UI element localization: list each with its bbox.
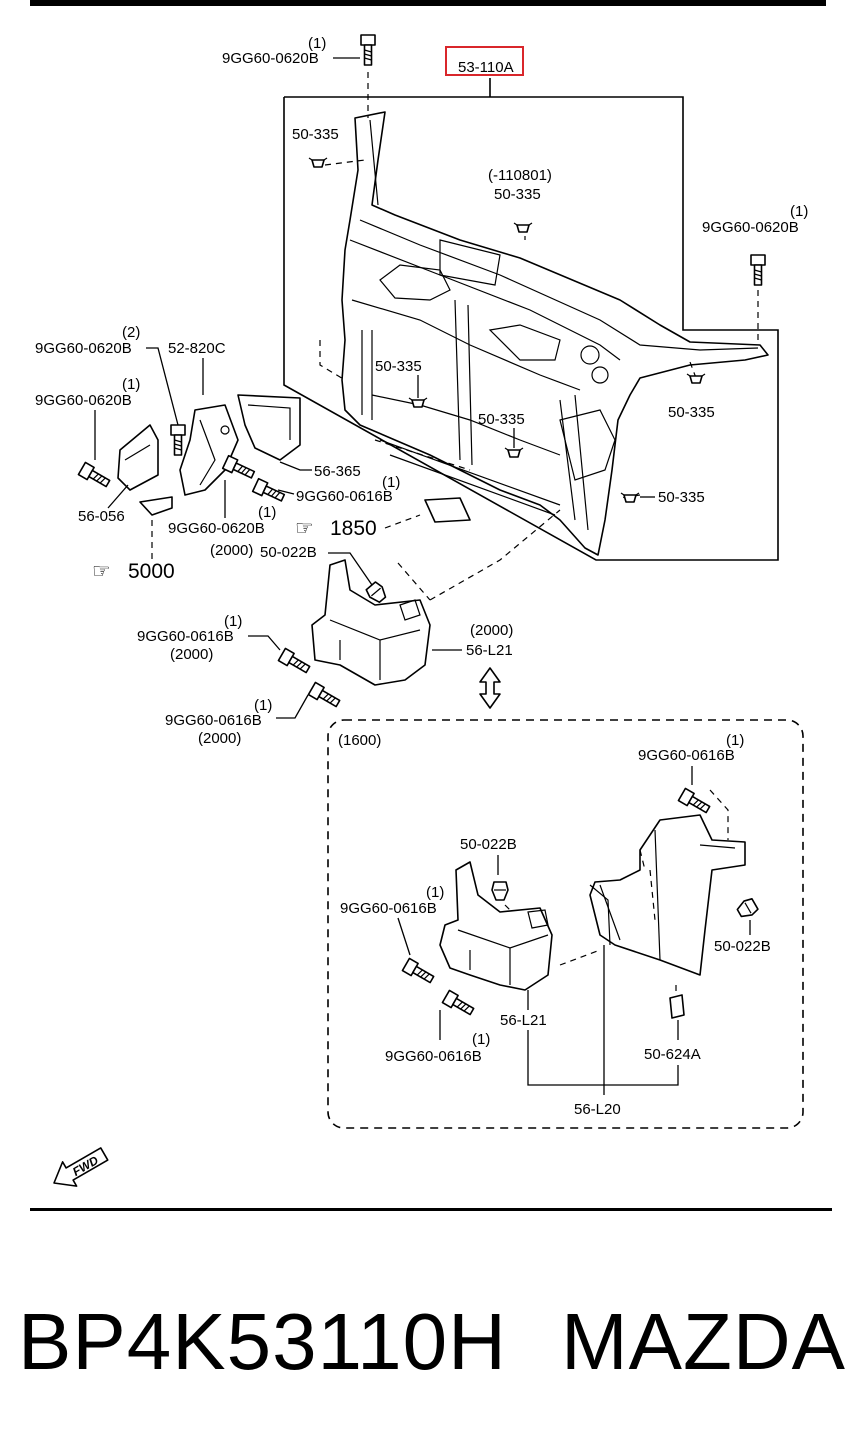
ref-5000-icon: ☞ — [92, 560, 111, 583]
v-bolt-b — [401, 957, 437, 987]
clip-c-label: 50-335 — [375, 358, 422, 375]
bolt-mid-a — [221, 454, 257, 482]
v-clip-c — [669, 994, 685, 1019]
bolt-2000b — [307, 681, 343, 711]
v-bolt-b-label: 9GG60-0616B — [340, 900, 437, 917]
clip-e-label: 50-335 — [668, 404, 715, 421]
top-rule — [30, 0, 826, 6]
main-part-label: 53-110A — [458, 59, 514, 76]
main-part-highlight — [445, 46, 524, 76]
v-bolt-c-qty: (1) — [472, 1031, 490, 1048]
guide-56-l21-2000 — [311, 559, 431, 686]
clip-e — [686, 373, 706, 384]
clip-b-label: 50-335 — [494, 186, 541, 203]
bolt-right-label: 9GG60-0620B — [702, 219, 799, 236]
bolt-left3-qty: (1) — [258, 504, 276, 521]
ref-1850-icon: ☞ — [295, 517, 314, 540]
ref-1850-label: 1850 — [330, 517, 377, 540]
deflector-56-365 — [237, 394, 301, 461]
v-bolt-a-label: 9GG60-0616B — [638, 747, 735, 764]
clip-b-note: (-110801) — [488, 167, 552, 184]
part-number: BP4K53110H — [18, 1297, 507, 1386]
hood-latch — [179, 404, 239, 496]
bolt-2000a-note: (2000) — [170, 646, 213, 663]
bolt-left1-label: 9GG60-0620B — [35, 340, 132, 357]
v-clip-b — [734, 896, 760, 921]
bolt-left3-label: 9GG60-0620B — [168, 520, 265, 537]
v-clip-c-label: 50-624A — [644, 1046, 701, 1063]
guide-56-l21 — [439, 861, 553, 991]
v-bolt-c — [441, 989, 477, 1019]
bolt-left1-qty: (2) — [122, 324, 140, 341]
bracket-56-056 — [117, 424, 159, 491]
v-bolt-c-label: 9GG60-0616B — [385, 1048, 482, 1065]
v-clip-a-label: 50-022B — [460, 836, 517, 853]
variant-arrow-icon — [479, 667, 501, 709]
bolt-0616-label: 9GG60-0616B — [296, 488, 393, 505]
bolt-right — [750, 254, 766, 286]
variant-1600-title: (1600) — [338, 732, 381, 749]
clip-f-label: 50-335 — [658, 489, 705, 506]
bolt-left2-label: 9GG60-0620B — [35, 392, 132, 409]
latch-label: 52-820C — [168, 340, 226, 357]
bolt-left2 — [77, 461, 113, 491]
v-guide-l20-label: 56-L20 — [574, 1101, 621, 1118]
v-clip-a — [491, 881, 509, 901]
bolt-2000a-label: 9GG60-0616B — [137, 628, 234, 645]
footer: BP4K53110H MAZDA — [0, 1292, 864, 1412]
bolt-2000b-qty: (1) — [254, 697, 272, 714]
clip-2000-note: (2000) — [210, 542, 253, 559]
guide-2000-note: (2000) — [470, 622, 513, 639]
bolt-top-label: 9GG60-0620B — [222, 50, 319, 67]
bolt-left2-qty: (1) — [122, 376, 140, 393]
clip-a — [308, 157, 328, 168]
bolt-2000b-note: (2000) — [198, 730, 241, 747]
small-bracket — [424, 497, 471, 523]
bolt-0616-qty: (1) — [382, 474, 400, 491]
v-guide-l21-label: 56-L21 — [500, 1012, 547, 1029]
v-bolt-a — [677, 787, 713, 817]
fwd-arrow-icon: FWD — [53, 1147, 109, 1187]
bolt-left1 — [170, 424, 186, 456]
v-bolt-b-qty: (1) — [426, 884, 444, 901]
clip-d-label: 50-335 — [478, 411, 525, 428]
bottom-rule — [30, 1208, 832, 1211]
clip-b — [513, 222, 533, 233]
brand-name: MAZDA — [561, 1297, 846, 1386]
bolt-2000a-qty: (1) — [224, 613, 242, 630]
bolt-mid-b — [251, 477, 287, 505]
clip-a-label: 50-335 — [292, 126, 339, 143]
deflector-label: 56-365 — [314, 463, 361, 480]
bolt-top-qty: (1) — [308, 35, 326, 52]
bracket-left-label: 56-056 — [78, 508, 125, 525]
v-clip-b-label: 50-022B — [714, 938, 771, 955]
variant-1600-box — [327, 719, 804, 1129]
clip-2000-label: 50-022B — [260, 544, 317, 561]
guide-2000-label: 56-L21 — [466, 642, 513, 659]
ref-5000-label: 5000 — [128, 560, 175, 583]
v-bolt-a-qty: (1) — [726, 732, 744, 749]
bolt-2000a — [277, 647, 313, 677]
bolt-top — [360, 34, 376, 66]
guide-56-l20 — [589, 814, 746, 976]
main-assembly-bracket-line — [283, 78, 779, 561]
bolt-2000b-label: 9GG60-0616B — [165, 712, 262, 729]
bolt-right-qty: (1) — [790, 203, 808, 220]
